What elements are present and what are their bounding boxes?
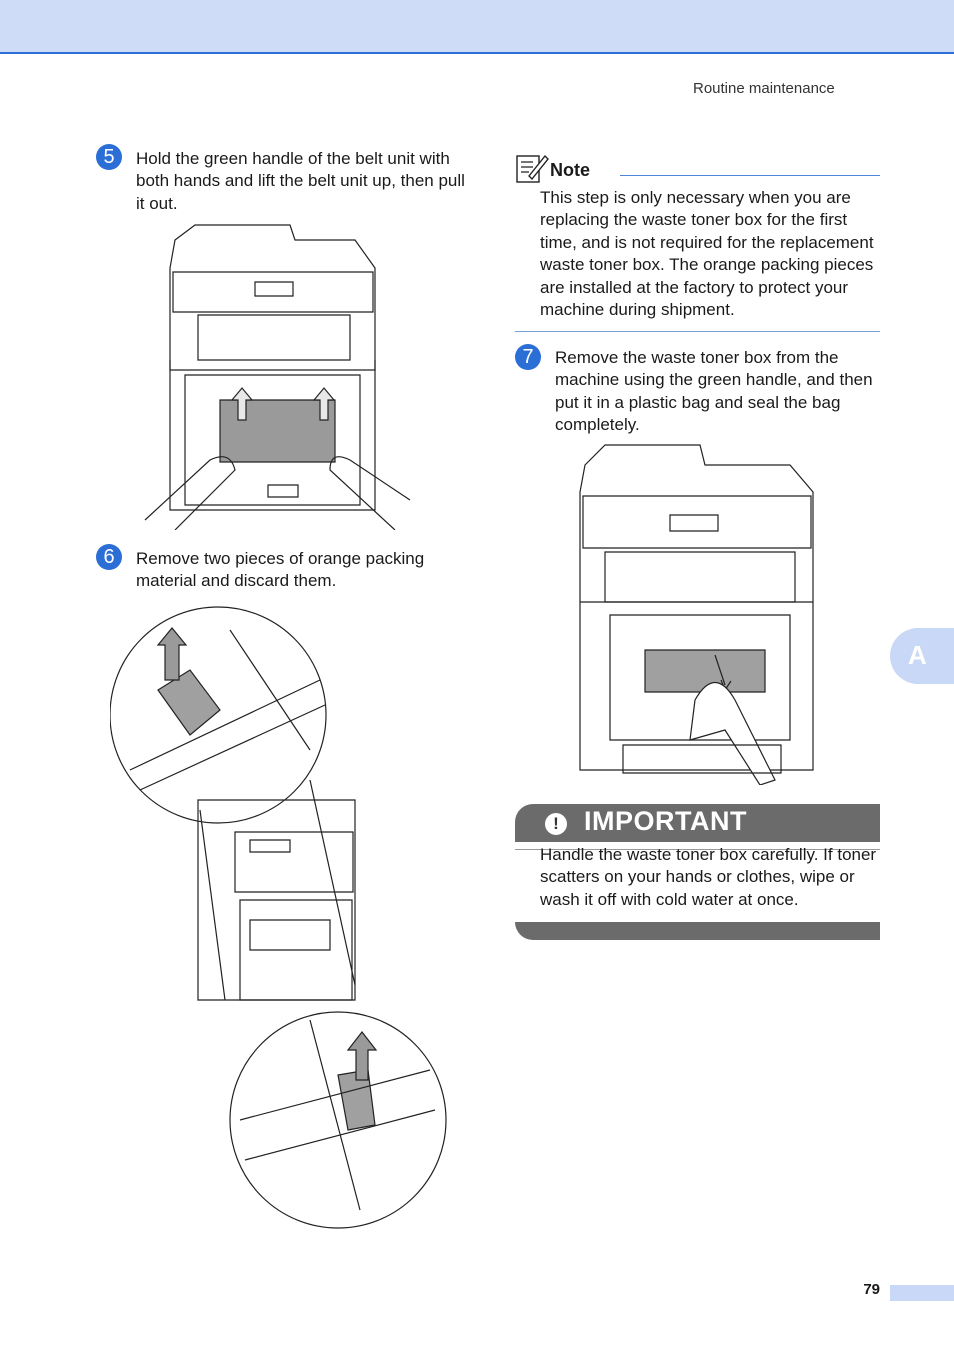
page-number-tab — [890, 1285, 954, 1301]
note-divider — [620, 175, 880, 176]
note-title: Note — [550, 160, 590, 180]
important-footer-bar — [515, 922, 880, 940]
step-number-7: 7 — [515, 344, 541, 370]
belt-unit-removal-illustration — [140, 220, 425, 530]
page-number: 79 — [863, 1281, 880, 1298]
note-bottom-rule — [515, 331, 880, 332]
exclamation-icon: ! — [545, 813, 567, 835]
section-title: Routine maintenance — [693, 80, 835, 97]
important-header-bar — [515, 804, 880, 842]
header-band — [0, 0, 954, 54]
step-number-6: 6 — [96, 544, 122, 570]
note-pencil-icon — [516, 154, 549, 183]
step-7-text: Remove the waste toner box from the mach… — [555, 348, 873, 435]
packing-material-illustration — [110, 600, 450, 1230]
important-title: IMPORTANT — [584, 806, 747, 836]
step-5-text: Hold the green handle of the belt unit w… — [136, 149, 465, 213]
important-divider — [515, 849, 880, 850]
note-text: This step is only necessary when you are… — [540, 188, 874, 320]
important-text: Handle the waste toner box carefully. If… — [540, 845, 877, 909]
appendix-side-tab[interactable]: A — [890, 628, 954, 684]
step-number-5: 5 — [96, 144, 122, 170]
waste-toner-box-illustration — [575, 440, 825, 785]
step-6-text: Remove two pieces of orange packing mate… — [136, 549, 425, 591]
side-tab-letter: A — [908, 640, 927, 670]
